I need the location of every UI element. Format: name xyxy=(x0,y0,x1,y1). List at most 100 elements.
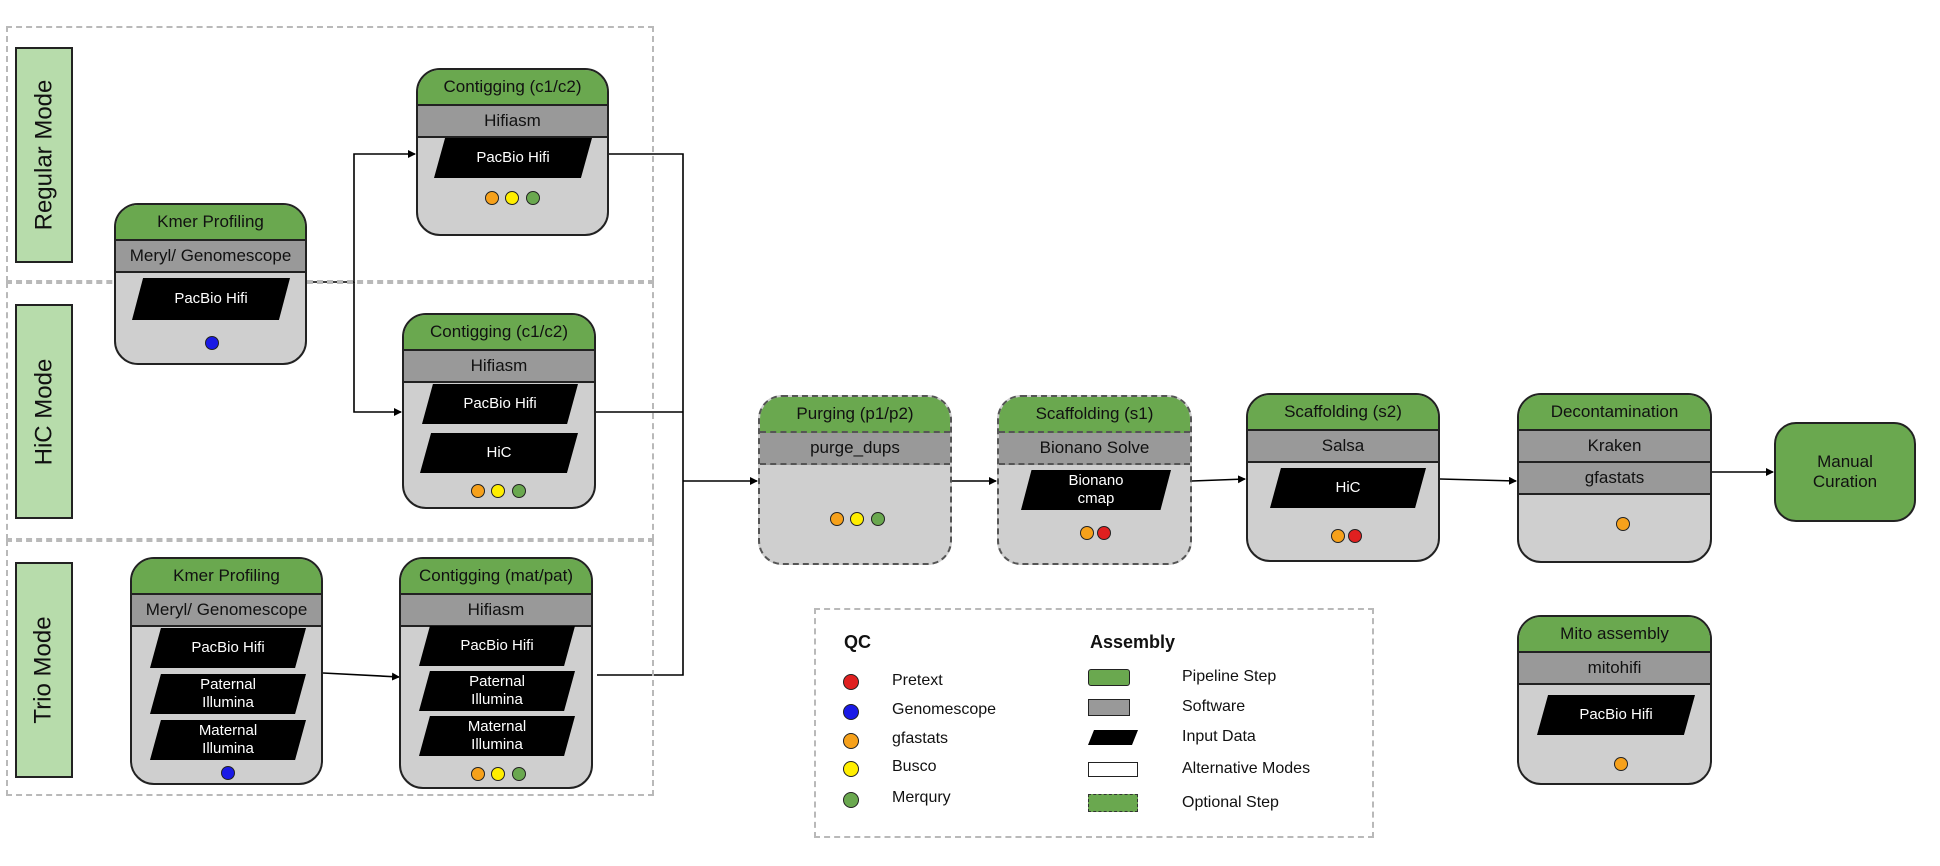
step-software: mitohifi xyxy=(1519,653,1710,685)
step-software: purge_dups xyxy=(760,433,950,465)
mode-label-regular: Regular Mode xyxy=(15,47,73,263)
qc-gfastats-dot xyxy=(1616,517,1630,531)
step-software: Meryl/ Genomescope xyxy=(132,595,321,627)
qc-pretext-dot xyxy=(1348,529,1362,543)
legend-input-data-label: Input Data xyxy=(1182,728,1256,745)
step-title: Kmer Profiling xyxy=(132,559,321,595)
step-software: Salsa xyxy=(1248,431,1438,463)
step-software: Meryl/ Genomescope xyxy=(116,241,305,273)
step-title: Contigging (c1/c2) xyxy=(404,315,594,351)
legend-pretext-dot xyxy=(843,674,859,690)
input-pacbio-hifi: PacBio Hifi xyxy=(422,384,578,424)
edge-scaff2-to-decon xyxy=(1439,476,1517,485)
legend-busco-dot xyxy=(843,761,859,777)
legend-pipeline-step-label: Pipeline Step xyxy=(1182,668,1277,685)
step-title: Scaffolding (s2) xyxy=(1248,395,1438,431)
step-title: Mito assembly xyxy=(1519,617,1710,653)
qc-busco-dot xyxy=(505,191,519,205)
mito-assembly-step: Mito assembly mitohifi PacBio Hifi xyxy=(1517,615,1712,785)
step-software: Bionano Solve xyxy=(999,433,1190,465)
mode-label-trio: Trio Mode xyxy=(15,562,73,778)
legend-gfastats-dot xyxy=(843,733,859,749)
input-hic: HiC xyxy=(420,433,578,473)
input-pacbio-hifi: PacBio Hifi xyxy=(132,278,290,320)
qc-gfastats-dot xyxy=(1331,529,1345,543)
edge-kmer-trio-to-contig-trio xyxy=(322,672,400,681)
step-software-gfastats: gfastats xyxy=(1519,463,1710,495)
edge-kmer-to-contig-hic xyxy=(353,282,402,416)
step-title: Scaffolding (s1) xyxy=(999,397,1190,433)
qc-gfastats-dot xyxy=(1614,757,1628,771)
qc-merqury-dot xyxy=(871,512,885,526)
qc-gfastats-dot xyxy=(830,512,844,526)
input-pacbio-hifi: PacBio Hifi xyxy=(434,138,592,178)
qc-gfastats-dot xyxy=(471,484,485,498)
input-hic: HiC xyxy=(1270,468,1426,508)
step-title: Decontamination xyxy=(1519,395,1710,431)
qc-merqury-dot xyxy=(512,484,526,498)
step-title: Contigging (mat/pat) xyxy=(401,559,591,595)
qc-gfastats-dot xyxy=(485,191,499,205)
step-software: Hifiasm xyxy=(404,351,594,383)
legend-input-data-swatch xyxy=(1088,730,1138,745)
step-title: Purging (p1/p2) xyxy=(760,397,950,433)
qc-busco-dot xyxy=(491,767,505,781)
qc-busco-dot xyxy=(491,484,505,498)
legend-software-label: Software xyxy=(1182,698,1246,715)
qc-gfastats-dot xyxy=(471,767,485,781)
input-pacbio-hifi: PacBio Hifi xyxy=(1537,695,1695,735)
legend-busco-label: Busco xyxy=(892,758,937,775)
input-pacbio-hifi: PacBio Hifi xyxy=(150,628,306,668)
contigging-hic-step: Contigging (c1/c2) Hifiasm PacBio Hifi H… xyxy=(402,313,596,509)
mode-label-hic: HiC Mode xyxy=(15,304,73,519)
step-software-kraken: Kraken xyxy=(1519,431,1710,463)
legend-pretext-label: Pretext xyxy=(892,672,943,689)
input-pacbio-hifi: PacBio Hifi xyxy=(419,626,575,666)
decontamination-step: Decontamination Kraken gfastats xyxy=(1517,393,1712,563)
edge-scaff1-to-scaff2 xyxy=(1191,475,1246,484)
legend: QC Assembly Pretext Genomescope gfastats… xyxy=(814,608,1374,838)
legend-merqury-dot xyxy=(843,792,859,808)
qc-merqury-dot xyxy=(512,767,526,781)
legend-genomescope-dot xyxy=(843,704,859,720)
step-title: Contigging (c1/c2) xyxy=(418,70,607,106)
legend-assembly-title: Assembly xyxy=(1090,632,1176,652)
legend-pipeline-step-swatch xyxy=(1088,669,1130,686)
legend-alternative-modes-swatch xyxy=(1088,762,1138,777)
qc-genomescope-dot xyxy=(221,766,235,780)
legend-qc-title: QC xyxy=(844,632,871,652)
step-title: Kmer Profiling xyxy=(116,205,305,241)
edge-contig-regular-to-merge xyxy=(597,153,684,676)
step-software: Hifiasm xyxy=(401,595,591,627)
step-software: Hifiasm xyxy=(418,106,607,138)
mode-region-regular xyxy=(6,26,654,282)
qc-genomescope-dot xyxy=(205,336,219,350)
kmer-profiling-trio-step: Kmer Profiling Meryl/ Genomescope PacBio… xyxy=(130,557,323,785)
qc-pretext-dot xyxy=(1097,526,1111,540)
contigging-trio-step: Contigging (mat/pat) Hifiasm PacBio Hifi… xyxy=(399,557,593,789)
qc-merqury-dot xyxy=(526,191,540,205)
legend-alternative-modes-label: Alternative Modes xyxy=(1182,760,1311,777)
qc-gfastats-dot xyxy=(1080,526,1094,540)
purging-step: Purging (p1/p2) purge_dups xyxy=(758,395,952,565)
mode-region-trio xyxy=(6,540,654,796)
qc-busco-dot xyxy=(850,512,864,526)
legend-gfastats-label: gfastats xyxy=(892,730,949,747)
kmer-profiling-step: Kmer Profiling Meryl/ Genomescope PacBio… xyxy=(114,203,307,365)
legend-software-swatch xyxy=(1088,699,1130,716)
legend-optional-step-label: Optional Step xyxy=(1182,794,1279,811)
contigging-regular-step: Contigging (c1/c2) Hifiasm PacBio Hifi xyxy=(416,68,609,236)
legend-merqury-label: Merqury xyxy=(892,789,951,806)
legend-genomescope-label: Genomescope xyxy=(892,701,997,718)
scaffolding-s2-step: Scaffolding (s2) Salsa HiC xyxy=(1246,393,1440,562)
legend-optional-step-swatch xyxy=(1088,794,1138,812)
mode-region-hic xyxy=(6,282,654,540)
